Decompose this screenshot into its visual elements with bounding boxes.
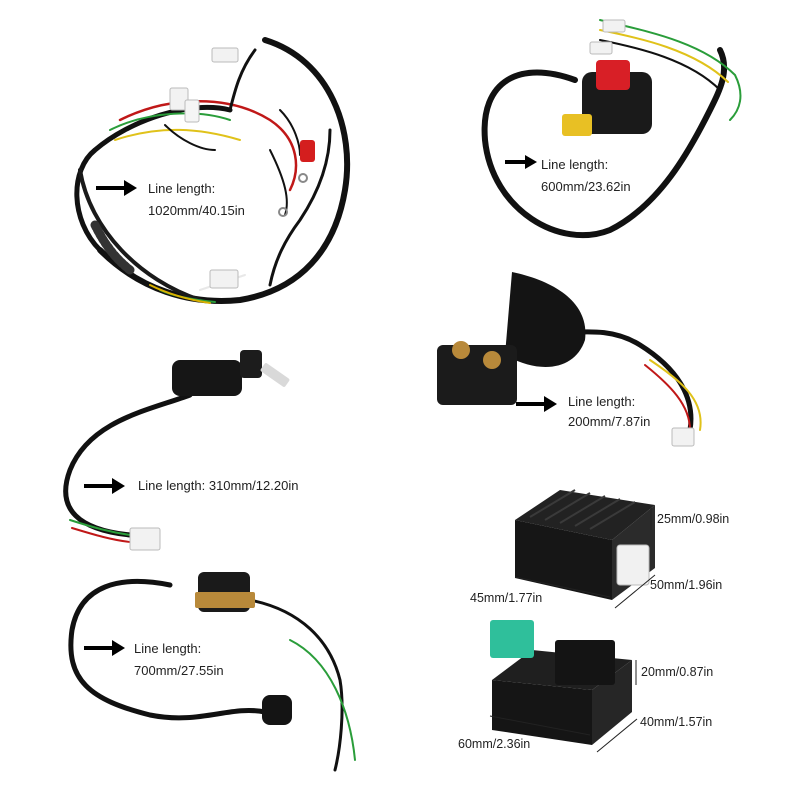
regulator-depth-dim: 50mm/1.96in: [650, 578, 723, 592]
switch-length-label: Line length: 600mm/23.62in: [541, 156, 631, 196]
relay-length-value: 200mm/7.87in: [568, 414, 651, 429]
relay-length-title: Line length:: [568, 394, 636, 409]
regulator-width-dim: 45mm/1.77in: [470, 591, 543, 605]
cdi-width-dim: 60mm/2.36in: [458, 737, 531, 751]
voltage-regulator: [515, 489, 655, 600]
arrow-icon: [505, 155, 537, 169]
wiring-harness: [74, 37, 351, 304]
ignition-length-label: Line length: 310mm/12.20in: [138, 478, 299, 493]
ignition-coil: [68, 578, 356, 772]
cdi-depth-dim: 40mm/1.57in: [640, 715, 713, 729]
arrow-icon: [84, 640, 125, 656]
cdi-height-dim: 20mm/0.87in: [641, 665, 714, 679]
arrow-icon: [96, 180, 137, 196]
regulator-dimension-lines: [514, 505, 656, 609]
harness-length-value: 1020mm/40.15in: [148, 203, 245, 218]
cdi-box: [490, 620, 632, 745]
handlebar-switch: [481, 19, 742, 239]
coil-length-label: Line length: 700mm/27.55in: [134, 640, 224, 680]
arrow-icon: [84, 478, 125, 494]
coil-length-title: Line length:: [134, 641, 202, 656]
regulator-height-dim: 25mm/0.98in: [657, 512, 730, 526]
harness-length-title: Line length:: [148, 181, 216, 196]
coil-length-value: 700mm/27.55in: [134, 663, 224, 678]
arrow-icon: [516, 396, 557, 412]
relay-length-label: Line length: 200mm/7.87in: [568, 393, 650, 431]
ignition-switch: [63, 392, 193, 543]
switch-length-value: 600mm/23.62in: [541, 179, 631, 194]
cdi-dimension-lines: [489, 660, 638, 753]
switch-length-title: Line length:: [541, 157, 609, 172]
harness-length-label: Line length: 1020mm/40.15in: [148, 180, 245, 220]
